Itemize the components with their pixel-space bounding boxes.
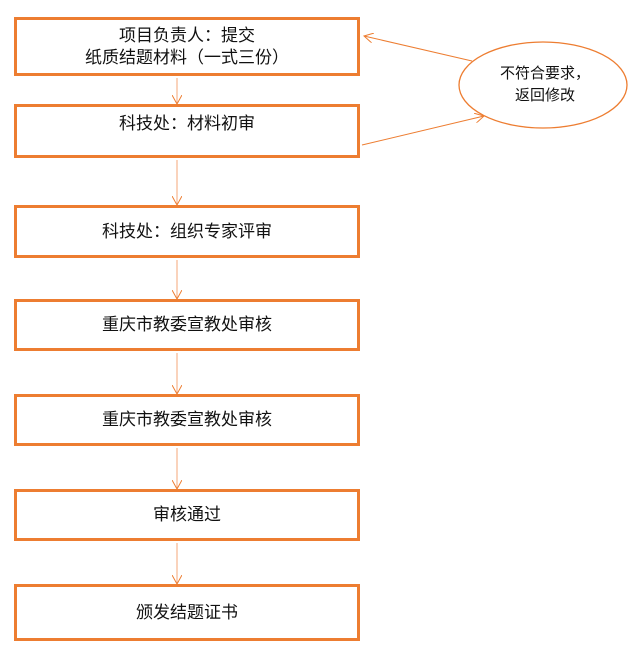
step-commission-review-1: 重庆市教委宣教处审核 — [14, 299, 360, 351]
step-text: 重庆市教委宣教处审核 — [102, 410, 272, 430]
reject-ellipse — [458, 41, 628, 129]
step-certificate: 颁发结题证书 — [14, 584, 360, 641]
arrow-return-to-step1 — [364, 36, 473, 62]
step-text: 颁发结题证书 — [136, 602, 238, 623]
step-text: 审核通过 — [153, 505, 221, 525]
step-text: 重庆市教委宣教处审核 — [102, 315, 272, 335]
step-approved: 审核通过 — [14, 489, 360, 541]
step-expert-review: 科技处：组织专家评审 — [14, 205, 360, 258]
step-text: 项目负责人：提交 — [119, 25, 255, 46]
step-commission-review-2: 重庆市教委宣教处审核 — [14, 394, 360, 446]
step-text: 科技处：组织专家评审 — [102, 221, 272, 242]
reject-note-line1: 不符合要求， — [499, 64, 590, 82]
reject-note-line2: 返回修改 — [514, 86, 575, 104]
step-text: 科技处：材料初审 — [119, 114, 255, 134]
reject-note: 不符合要求， 返回修改 — [470, 62, 620, 106]
step-initial-review: 科技处：材料初审 — [14, 104, 360, 158]
step-submit: 项目负责人：提交 纸质结题材料（一式三份） — [14, 17, 360, 76]
arrow-step2-to-reject — [361, 116, 484, 146]
step-text: 纸质结题材料（一式三份） — [85, 47, 289, 68]
